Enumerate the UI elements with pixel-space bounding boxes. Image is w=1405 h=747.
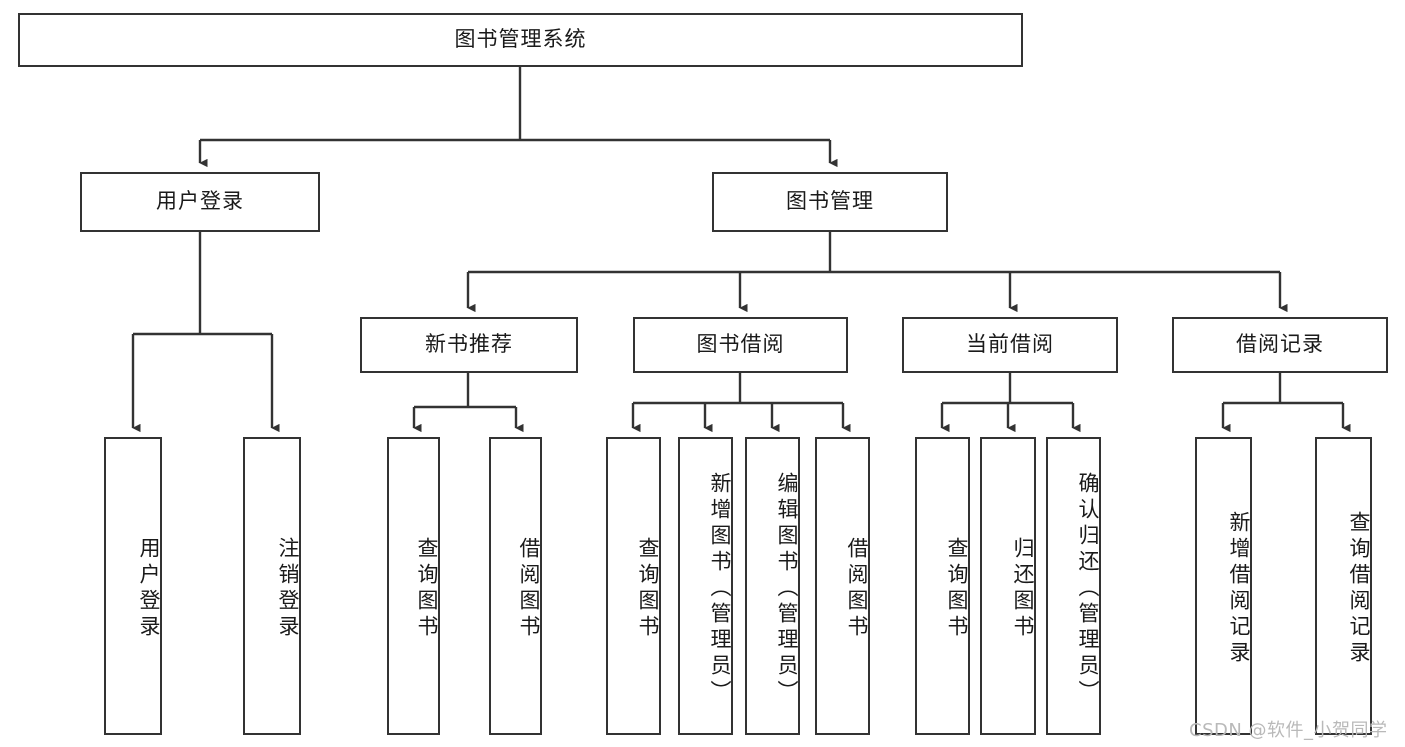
leaf-user-login[interactable]: 用户登录 bbox=[104, 437, 162, 735]
node-book-borrow[interactable]: 图书借阅 bbox=[633, 317, 848, 373]
node-new-book-recommend[interactable]: 新书推荐 bbox=[360, 317, 578, 373]
leaf-return-book[interactable]: 归还图书 bbox=[980, 437, 1036, 735]
node-root-system[interactable]: 图书管理系统 bbox=[18, 13, 1023, 67]
csdn-watermark: CSDN @软件_小贺同学 bbox=[1189, 720, 1388, 741]
leaf-add-book-admin[interactable]: 新增图书（管理员） bbox=[678, 437, 733, 735]
leaf-query-book-newbook[interactable]: 查询图书 bbox=[387, 437, 440, 735]
node-borrow-records[interactable]: 借阅记录 bbox=[1172, 317, 1388, 373]
leaf-query-borrow-record[interactable]: 查询借阅记录 bbox=[1315, 437, 1372, 735]
node-current-borrow[interactable]: 当前借阅 bbox=[902, 317, 1118, 373]
node-user-login[interactable]: 用户登录 bbox=[80, 172, 320, 232]
leaf-add-borrow-record[interactable]: 新增借阅记录 bbox=[1195, 437, 1252, 735]
leaf-borrow-book-newbook[interactable]: 借阅图书 bbox=[489, 437, 542, 735]
leaf-query-book-borrow[interactable]: 查询图书 bbox=[606, 437, 661, 735]
leaf-query-book-current[interactable]: 查询图书 bbox=[915, 437, 970, 735]
leaf-borrow-book[interactable]: 借阅图书 bbox=[815, 437, 870, 735]
node-book-management[interactable]: 图书管理 bbox=[712, 172, 948, 232]
leaf-edit-book-admin[interactable]: 编辑图书（管理员） bbox=[745, 437, 800, 735]
leaf-logout-login[interactable]: 注销登录 bbox=[243, 437, 301, 735]
leaf-confirm-return-admin[interactable]: 确认归还（管理员） bbox=[1046, 437, 1101, 735]
